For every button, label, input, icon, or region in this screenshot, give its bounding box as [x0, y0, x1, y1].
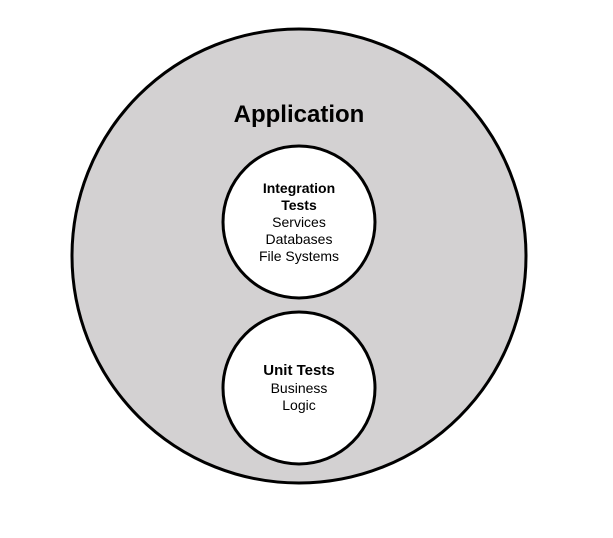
integration-tests-title-line2: Tests	[281, 197, 317, 213]
unit-tests-item-logic: Logic	[282, 397, 315, 413]
unit-tests-title: Unit Tests	[263, 362, 334, 379]
integration-tests-circle	[221, 144, 377, 300]
integration-tests-item-databases: Databases	[266, 231, 333, 247]
application-title: Application	[234, 101, 365, 128]
unit-tests-circle	[221, 310, 377, 466]
integration-tests-title-line1: Integration	[263, 180, 335, 196]
integration-tests-group: Integration Tests Services Databases Fil…	[221, 144, 377, 300]
integration-tests-item-file-systems: File Systems	[259, 248, 339, 264]
unit-tests-item-business: Business	[271, 380, 328, 396]
unit-tests-group: Unit Tests Business Logic	[221, 310, 377, 466]
integration-tests-item-services: Services	[272, 214, 326, 230]
